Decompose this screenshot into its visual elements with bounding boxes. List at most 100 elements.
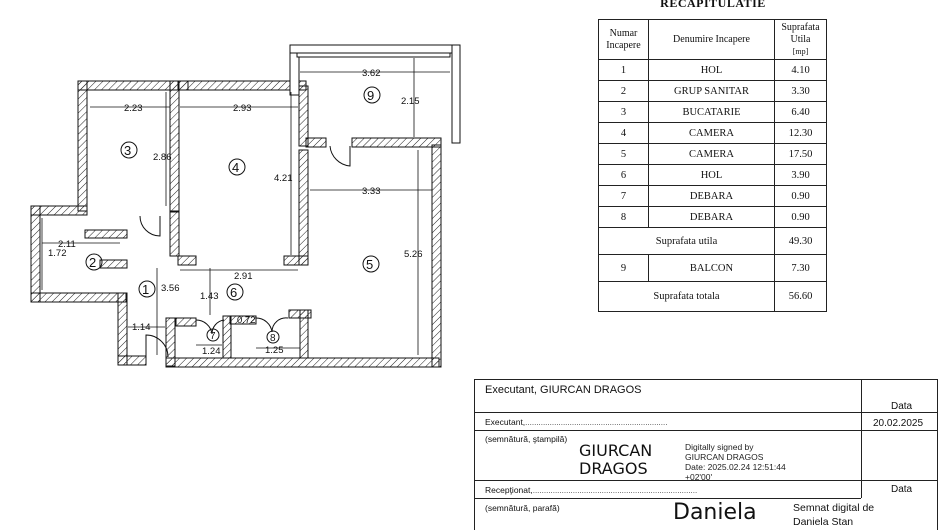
digital-signature-line1: Digitally signed by [685,442,754,452]
row-nr: 7 [598,185,649,207]
row-name: HOL [648,59,775,81]
dim-bath-depth: 1.72 [48,248,67,259]
room-number-6: 6 [230,285,237,300]
dim-wall-thickness: 0.72 [237,315,256,326]
useful-area-label: Suprafata utila [598,227,775,255]
room-number-5: 5 [366,257,373,272]
executant-line: Executant,..............................… [485,417,668,427]
receptionat-label: Recepţionat, [485,485,533,495]
digital-signature-line3: Date: 2025.02.24 12:51:44 [685,462,786,472]
dim-kitchen-width: 2.23 [124,103,143,114]
signature-block: Executant, GIURCAN DRAGOS Data Executant… [474,379,938,530]
room-number-2: 2 [89,255,96,270]
row-area: 12.30 [774,122,827,144]
row-area: 4.10 [774,59,827,81]
data-label-2: Data [891,484,913,495]
row-area: 6.40 [774,101,827,123]
executant-line-label: Executant, [485,417,526,427]
dim-room4-depth: 4.21 [274,173,293,184]
recap-table: Numar Incapere Denumire Incapere Suprafa… [598,19,827,312]
row-name: GRUP SANITAR [648,80,775,102]
dim-closet7-width: 1.24 [202,346,221,357]
row-nr: 3 [598,101,649,123]
walls [30,44,461,368]
row-area: 0.90 [774,185,827,207]
row-name: DEBARA [648,206,775,228]
room-number-4: 4 [232,160,239,175]
total-area-value: 56.60 [774,281,827,312]
receptionat-line: Recepţionat,............................… [485,485,698,495]
executant-title: Executant, GIURCAN DRAGOS [485,384,642,396]
room-numbers: 1 2 3 4 5 6 7 8 9 [89,88,374,344]
row-area: 3.30 [774,80,827,102]
row-area: 3.90 [774,164,827,186]
header-number: Numar Incapere [598,19,649,60]
dim-balcon-depth: 2.15 [401,96,420,107]
row-name: CAMERA [648,143,775,165]
dim-entry-width: 1.14 [132,322,151,333]
dim-room5-depth: 5.26 [404,249,423,260]
row-area: 0.90 [774,206,827,228]
dim-room5-width: 3.33 [362,186,381,197]
row-name: DEBARA [648,185,775,207]
dim-balcon-width: 3.62 [362,68,381,79]
recap-title: RECAPITULATIE [660,0,766,10]
dim-hall6-depth: 1.43 [200,291,219,302]
useful-area-value: 49.30 [774,227,827,255]
dim-room4-width: 2.93 [233,103,252,114]
dim-hall-depth: 3.56 [161,283,180,294]
row-nr: 4 [598,122,649,144]
room-number-3: 3 [124,143,131,158]
digital-signed-line1: Semnat digital de [793,502,875,514]
digital-signature-line2: GIURCAN DRAGOS [685,452,764,462]
dimension-lines [41,58,450,355]
signature-date: 20.02.2025 [873,418,924,429]
row-name: BUCATARIE [648,101,775,123]
dim-closet8-width: 1.25 [265,345,284,356]
signer-name-line2: DRAGOS [579,459,648,478]
row-nr: 2 [598,80,649,102]
header-area-unit: [mp] [792,46,809,56]
header-area-label: Suprafata Utila [781,21,820,45]
header-name: Denumire Incapere [648,19,775,60]
row-nr: 8 [598,206,649,228]
room-number-7: 7 [210,331,216,342]
digital-signature-line4: +02'00' [685,472,713,482]
room-labels [85,86,381,344]
room-number-8: 8 [270,333,276,344]
row-name: BALCON [648,254,775,282]
dim-bath-width: 2.11 [58,239,76,250]
room-number-1: 1 [142,282,149,297]
data-label: Data [891,401,913,412]
row-name: HOL [648,164,775,186]
dimension-labels: 3.62 2.15 2.23 2.93 2.86 4.21 3.33 5.26 … [48,68,423,357]
row-nr: 6 [598,164,649,186]
sign-stamp-label: (semnătură, ştampilă) [485,434,568,444]
total-area-label: Suprafata totala [598,281,775,312]
doors [139,145,351,360]
row-name: CAMERA [648,122,775,144]
dim-kitchen-depth: 2.86 [153,152,172,163]
header-area: Suprafata Utila[mp] [774,19,827,60]
floor-plan: 3.62 2.15 2.23 2.93 2.86 4.21 3.33 5.26 … [30,44,461,368]
receiver-signature: Daniela [673,500,757,525]
row-nr: 9 [598,254,649,282]
digital-signed-line2: Daniela Stan [793,516,854,528]
row-nr: 1 [598,59,649,81]
row-area: 7.30 [774,254,827,282]
room-number-9: 9 [367,88,374,103]
dim-hall6-width: 2.91 [234,271,253,282]
row-nr: 5 [598,143,649,165]
signer-name-line1: GIURCAN [579,441,653,460]
sign-parafa-label: (semnătură, parafă) [485,503,560,513]
